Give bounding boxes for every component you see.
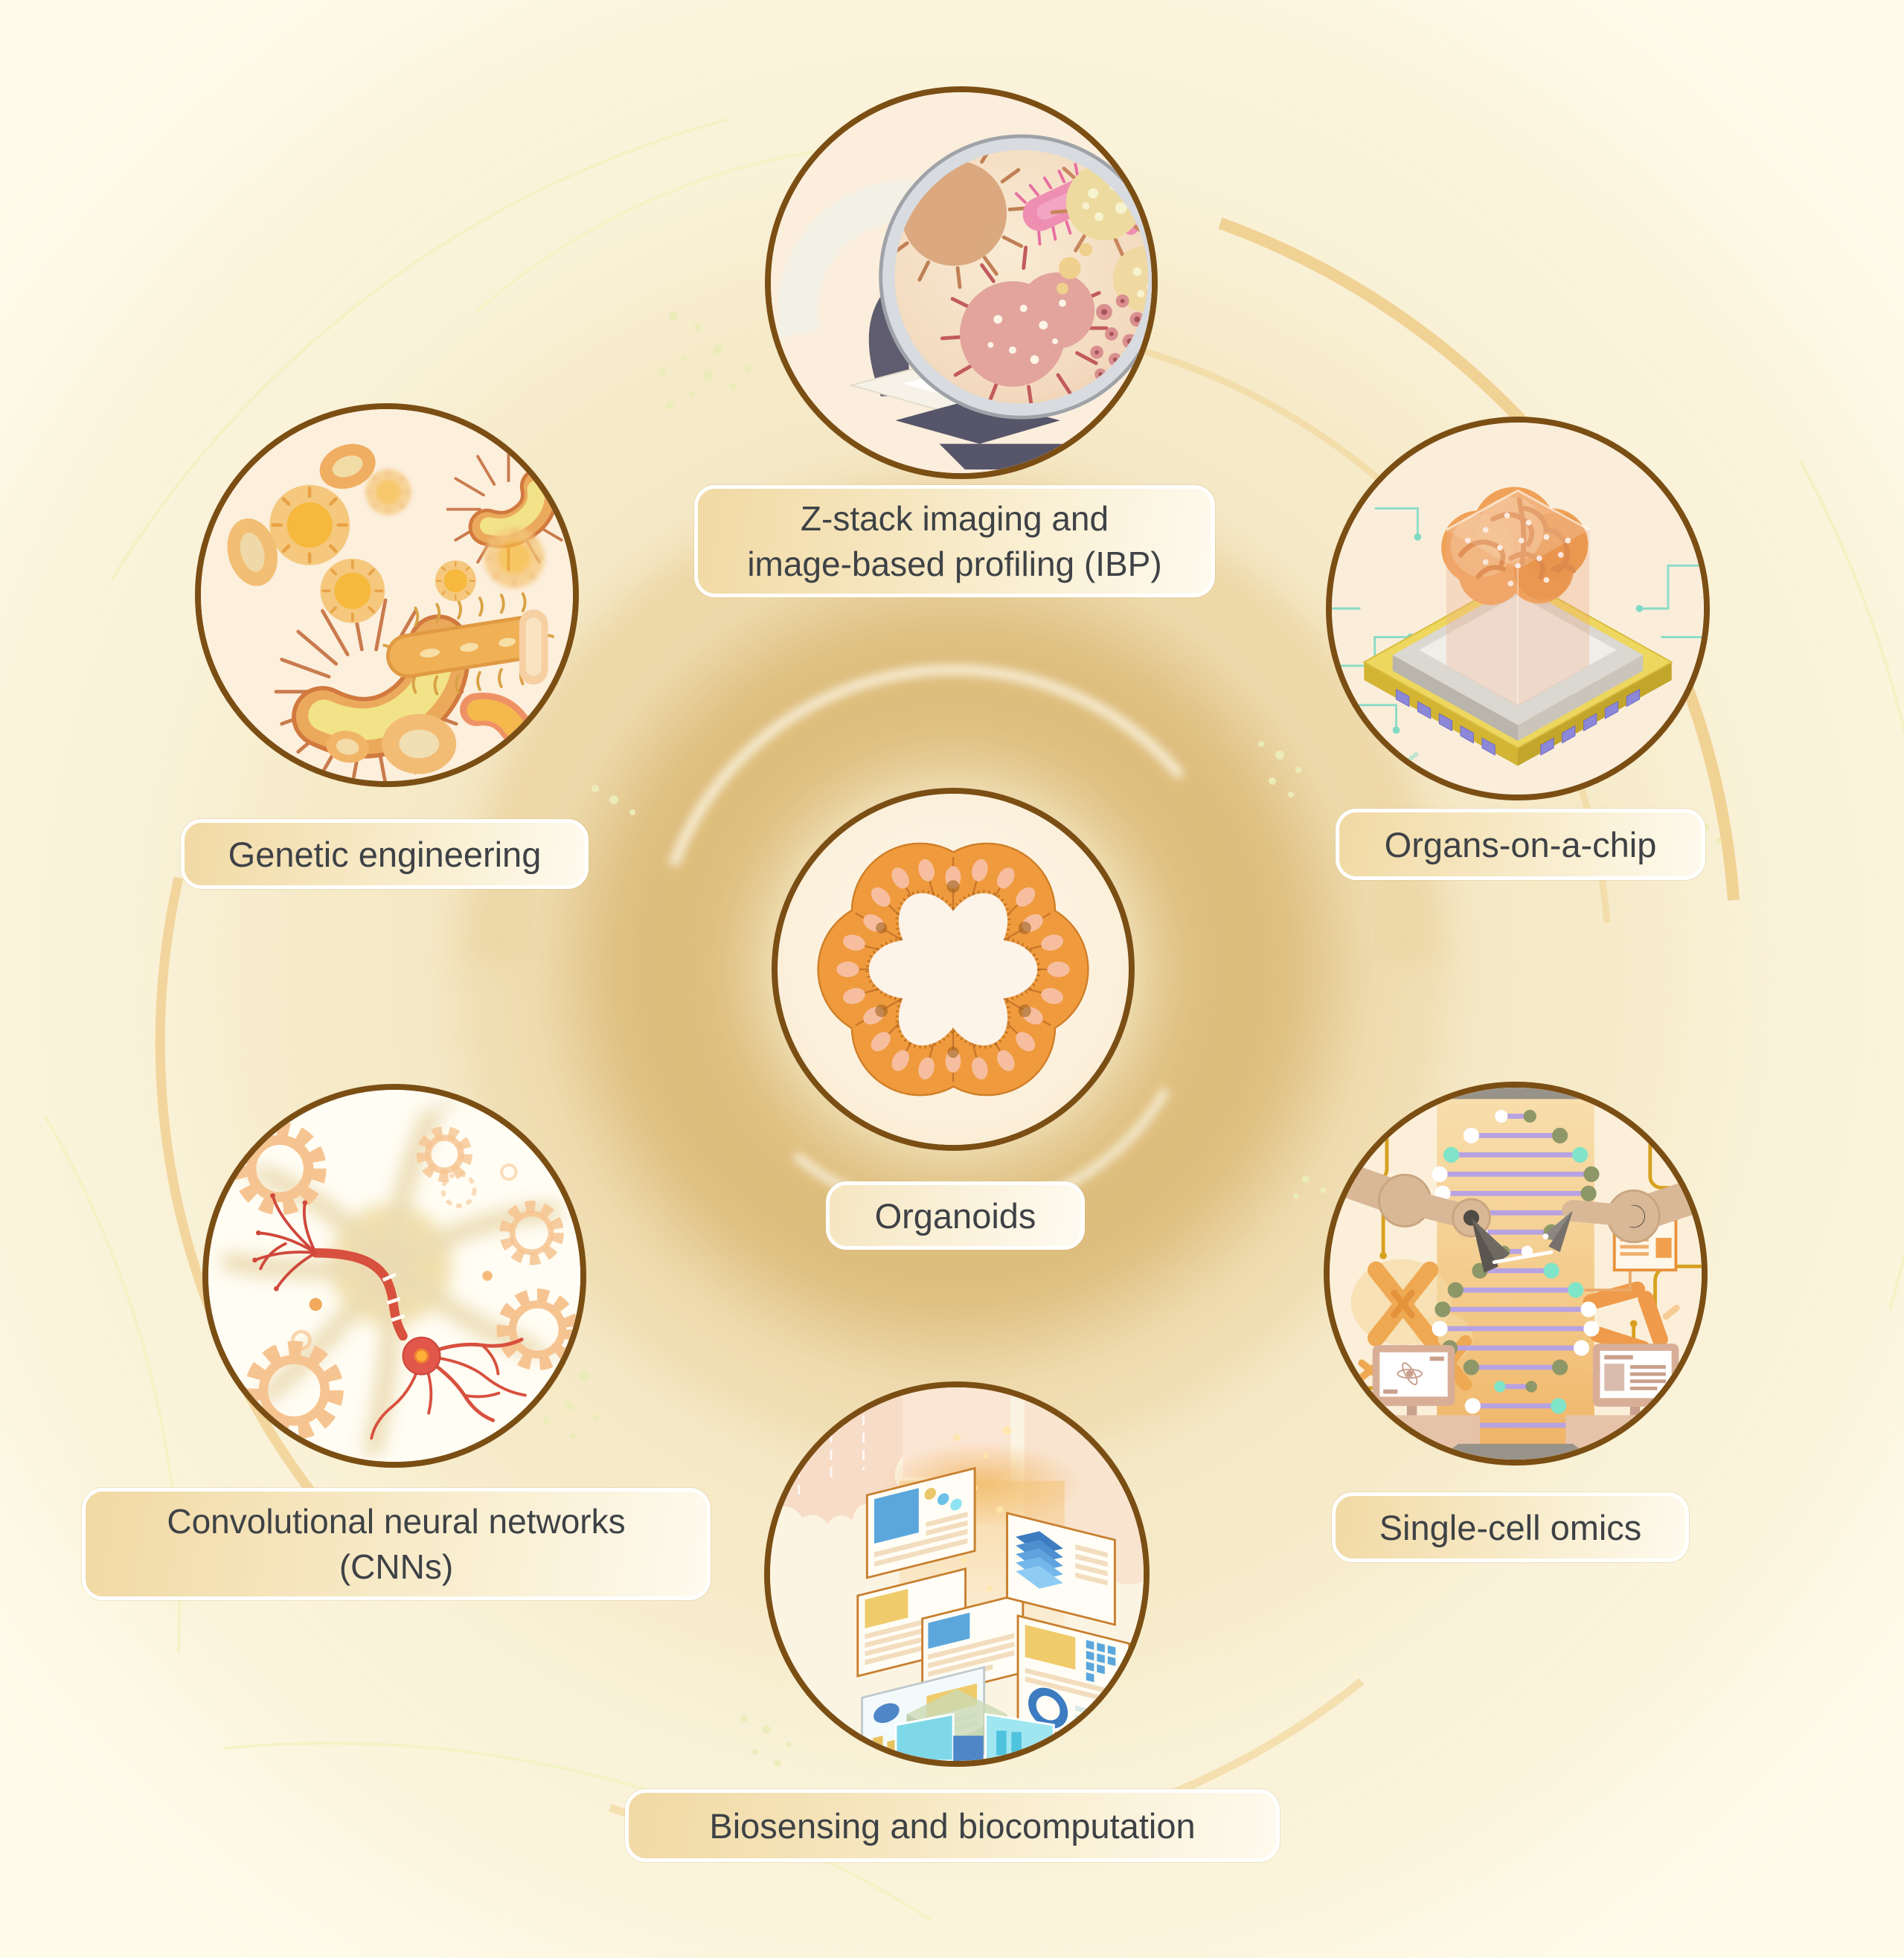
label-genetic-engineering: Genetic engineering: [181, 819, 589, 889]
label-line: (CNNs): [339, 1547, 454, 1586]
lumen: [865, 890, 1041, 1049]
cyan-screens: [894, 1713, 1055, 1761]
bacteria-illustration: [201, 409, 573, 781]
label-line: image-based profiling (IBP): [747, 544, 1162, 583]
ghost-neuron: [220, 1097, 571, 1457]
microscope-lens-illustration: [771, 92, 1152, 473]
label-z-stack-imaging: Z-stack imaging and image-based profilin…: [694, 485, 1215, 598]
label-organoids: Organoids: [826, 1181, 1085, 1250]
label-biosensing: Biosensing and biocomputation: [625, 1789, 1280, 1862]
cell-ring: [817, 842, 1089, 1097]
node-z-stack-imaging: [765, 86, 1158, 479]
panel-top-right: [1006, 1512, 1116, 1626]
isometric-panels-illustration: [770, 1387, 1144, 1761]
label-single-cell-omics: Single-cell omics: [1332, 1492, 1689, 1562]
label-line: Convolutional neural networks: [167, 1502, 626, 1541]
pink-spiky-cell: [940, 245, 1109, 404]
node-single-cell-omics: [1324, 1082, 1708, 1466]
brain: [1441, 487, 1589, 606]
label-line: Organoids: [874, 1195, 1036, 1236]
node-cnns: [202, 1084, 586, 1468]
label-line: Z-stack imaging and: [800, 499, 1109, 538]
label-line: Organs-on-a-chip: [1384, 824, 1657, 864]
label-organs-on-a-chip: Organs-on-a-chip: [1336, 809, 1705, 880]
robot-arm-left: [1330, 1155, 1554, 1274]
node-biosensing: [764, 1381, 1150, 1767]
small-bacterium: [468, 467, 558, 548]
magnifier-lens: [879, 134, 1152, 420]
panel-top-left: [865, 1466, 976, 1579]
brain-on-chip-illustration: [1332, 423, 1704, 795]
red-neuron: [252, 1193, 527, 1440]
dendrites-left: [253, 1194, 318, 1291]
dna-robotics-illustration: [1330, 1088, 1702, 1460]
dendrites-right: [370, 1338, 527, 1440]
chip-board: [1362, 575, 1673, 766]
cell-nuclei: [836, 859, 1070, 1079]
node-organs-on-a-chip: [1326, 417, 1710, 800]
chip-pins: [1396, 688, 1640, 756]
label-line: Single-cell omics: [1379, 1507, 1642, 1547]
label-line: Genetic engineering: [228, 834, 542, 874]
node-organoids: [772, 788, 1135, 1151]
robot-arm-right: [1542, 1175, 1702, 1253]
node-genetic-engineering: [195, 403, 579, 787]
translucent-box: [1446, 489, 1590, 706]
organoid-illustration: [783, 794, 1124, 1145]
label-line: Biosensing and biocomputation: [709, 1805, 1196, 1846]
junction-marks: [875, 880, 1031, 1058]
neuron-gears-illustration: [208, 1090, 580, 1462]
rod-bacterium: [382, 592, 554, 696]
label-cnns: Convolutional neural networks (CNNs): [82, 1488, 711, 1601]
